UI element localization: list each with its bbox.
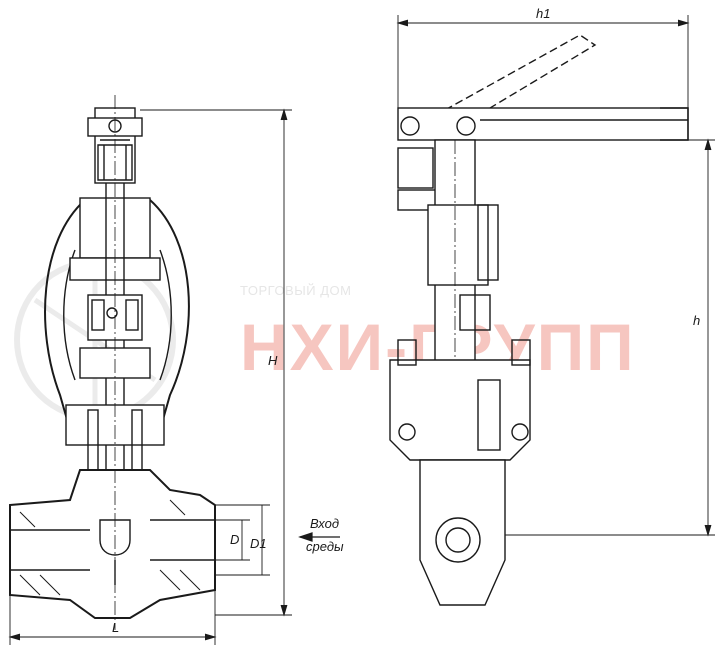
dim-h1-label: h1 xyxy=(536,6,550,21)
valve-front-section xyxy=(9,107,216,619)
dim-D-D1 xyxy=(215,504,270,576)
flow-label-line1: Вход xyxy=(310,516,339,531)
flow-label-line2: среды xyxy=(306,539,344,554)
dim-D1-label: D1 xyxy=(250,536,267,551)
dim-H xyxy=(140,108,292,617)
dim-h1 xyxy=(396,15,690,110)
valve-side-view xyxy=(389,34,689,606)
dim-D-label: D xyxy=(230,532,239,547)
watermark-small-text: ТОРГОВЫЙ ДОМ xyxy=(240,283,351,298)
dim-L-label: L xyxy=(112,620,119,635)
dim-h xyxy=(505,138,715,537)
dim-L xyxy=(8,590,217,645)
dim-H-label: H xyxy=(268,353,278,368)
flow-arrow xyxy=(298,532,340,542)
dim-h-label: h xyxy=(693,313,700,328)
